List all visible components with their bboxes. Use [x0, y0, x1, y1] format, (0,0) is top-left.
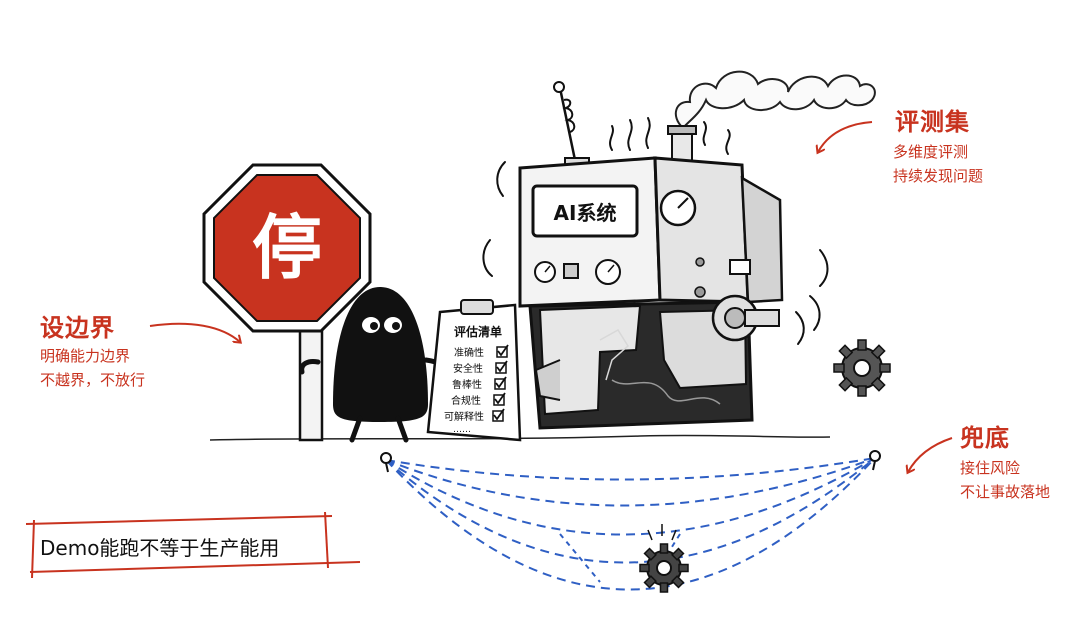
checklist-item: 鲁棒性: [452, 378, 482, 391]
smoke-cloud: [674, 70, 876, 130]
gear-icon: [833, 339, 891, 397]
sign-octagon: [213, 174, 361, 322]
evaluation-title: 评测集: [895, 108, 970, 136]
safety-net: [385, 457, 876, 591]
boundary-title: 设边界: [40, 314, 115, 342]
checklist-item: 准确性: [454, 346, 484, 359]
caught-gear-icon: [639, 543, 689, 593]
ai-machine: AI系统: [482, 70, 876, 430]
safety-net-line: 接住风险: [960, 459, 1021, 477]
safety-net-title: 兜底: [960, 424, 1010, 452]
evaluation-line: 持续发现问题: [893, 167, 984, 185]
net-anchor: [380, 450, 881, 464]
stop-sign-label: 停: [252, 207, 322, 289]
checklist-clipboard: 评估清单 准确性 安全性 鲁棒性 合规性 可解释性 ……: [426, 299, 522, 442]
evaluation-line: 多维度评测: [893, 143, 969, 161]
machine-screen-label: AI系统: [554, 201, 617, 225]
boundary-line: 明确能力边界: [40, 347, 131, 365]
evaluation-arrow: [818, 121, 873, 152]
checkmark-icon: [492, 346, 508, 422]
safety-net-line: 不让事故落地: [960, 483, 1051, 501]
boundary-line: 不越界，不放行: [40, 371, 146, 389]
checklist-item: 安全性: [453, 362, 483, 375]
stop-sign: 停: [202, 163, 372, 442]
boundary-arrow: [149, 322, 240, 342]
checklist-item: 可解释性: [444, 410, 484, 423]
checklist-item: 合规性: [451, 394, 481, 407]
tagline: Demo能跑不等于生产能用: [40, 536, 280, 560]
checklist-ellipsis: ……: [453, 425, 471, 435]
checklist-title: 评估清单: [454, 324, 502, 339]
safety-net-arrow: [908, 437, 953, 472]
tagline-frame: [25, 511, 361, 579]
